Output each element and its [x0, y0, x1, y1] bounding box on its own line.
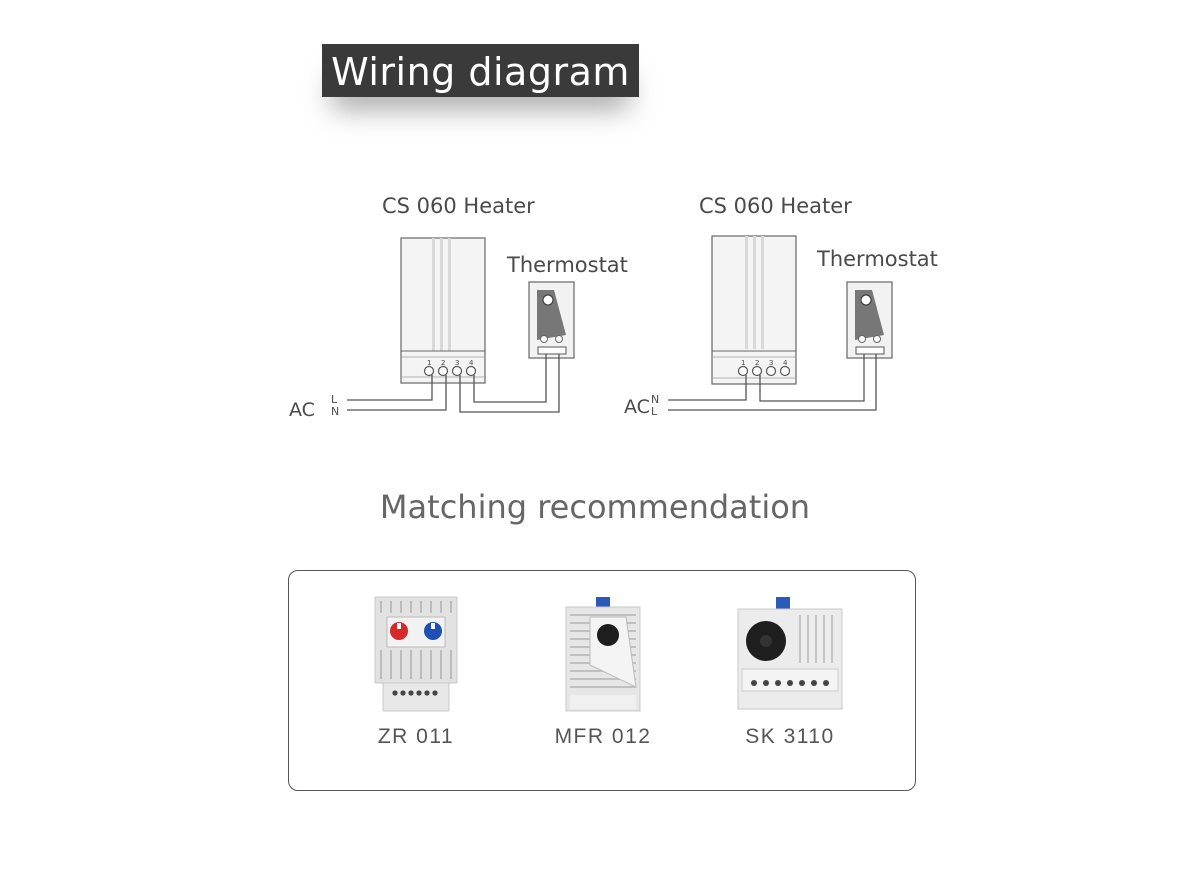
dual-thermostat-icon: [374, 596, 458, 712]
terminal-label-1: 1: [427, 359, 431, 367]
thermostat-label: Thermostat: [506, 253, 628, 277]
terminal-label-3: 3: [455, 359, 459, 367]
dial-thermostat-icon: [737, 597, 843, 710]
terminal-label-2: 2: [441, 359, 445, 367]
section-title: Matching recommendation: [379, 488, 811, 526]
terminal-3: [451, 365, 463, 377]
thermostat-label: Thermostat: [816, 247, 938, 271]
terminal-label-2: 2: [755, 359, 759, 367]
terminal-1: [737, 365, 749, 377]
title-banner: Wiring diagram: [322, 44, 639, 97]
terminal-3: [765, 365, 777, 377]
line-bottom-label: L: [651, 405, 658, 418]
wires: [347, 354, 560, 413]
terminal-2: [751, 365, 763, 377]
product-zr011[interactable]: ZR 011: [351, 595, 481, 749]
thermostat-unit: [528, 281, 575, 359]
ac-label: AC: [289, 399, 315, 421]
heater-unit: 1 2 3 4: [711, 235, 797, 385]
wiring-diagram-2: CS 060 Heater 1 2 3 4 Thermostat: [624, 194, 938, 418]
terminal-1: [423, 365, 435, 377]
hygrostat-icon: [565, 597, 641, 712]
heater-label: CS 060 Heater: [699, 194, 852, 218]
terminal-label-4: 4: [469, 359, 474, 367]
product-mfr012[interactable]: MFR 012: [538, 595, 668, 749]
wiring-diagram-1: CS 060 Heater 1 2 3 4 Thermostat: [289, 194, 628, 421]
terminal-label-3: 3: [769, 359, 773, 367]
terminal-4: [465, 365, 477, 377]
terminal-4: [779, 365, 791, 377]
wiring-diagram: CS 060 Heater 1 2 3 4 Thermostat: [289, 194, 938, 421]
line-top-label: L: [331, 393, 338, 406]
product-name[interactable]: ZR 011: [377, 725, 455, 748]
line-top-label: N: [651, 393, 659, 406]
page-title: Wiring diagram: [331, 50, 630, 94]
terminal-label-4: 4: [783, 359, 788, 367]
heater-unit: 1 2 3 4: [400, 237, 486, 384]
wires: [668, 354, 877, 411]
product-sk3110[interactable]: SK 3110: [725, 595, 855, 749]
line-bottom-label: N: [331, 405, 339, 418]
terminal-label-1: 1: [741, 359, 745, 367]
product-name[interactable]: SK 3110: [745, 725, 835, 748]
thermostat-unit: [846, 281, 893, 359]
recommendation-box: ZR 011 MFR 012: [288, 570, 916, 791]
terminal-2: [437, 365, 449, 377]
ac-label: AC: [624, 396, 650, 418]
heater-label: CS 060 Heater: [382, 194, 535, 218]
product-name[interactable]: MFR 012: [554, 725, 652, 748]
